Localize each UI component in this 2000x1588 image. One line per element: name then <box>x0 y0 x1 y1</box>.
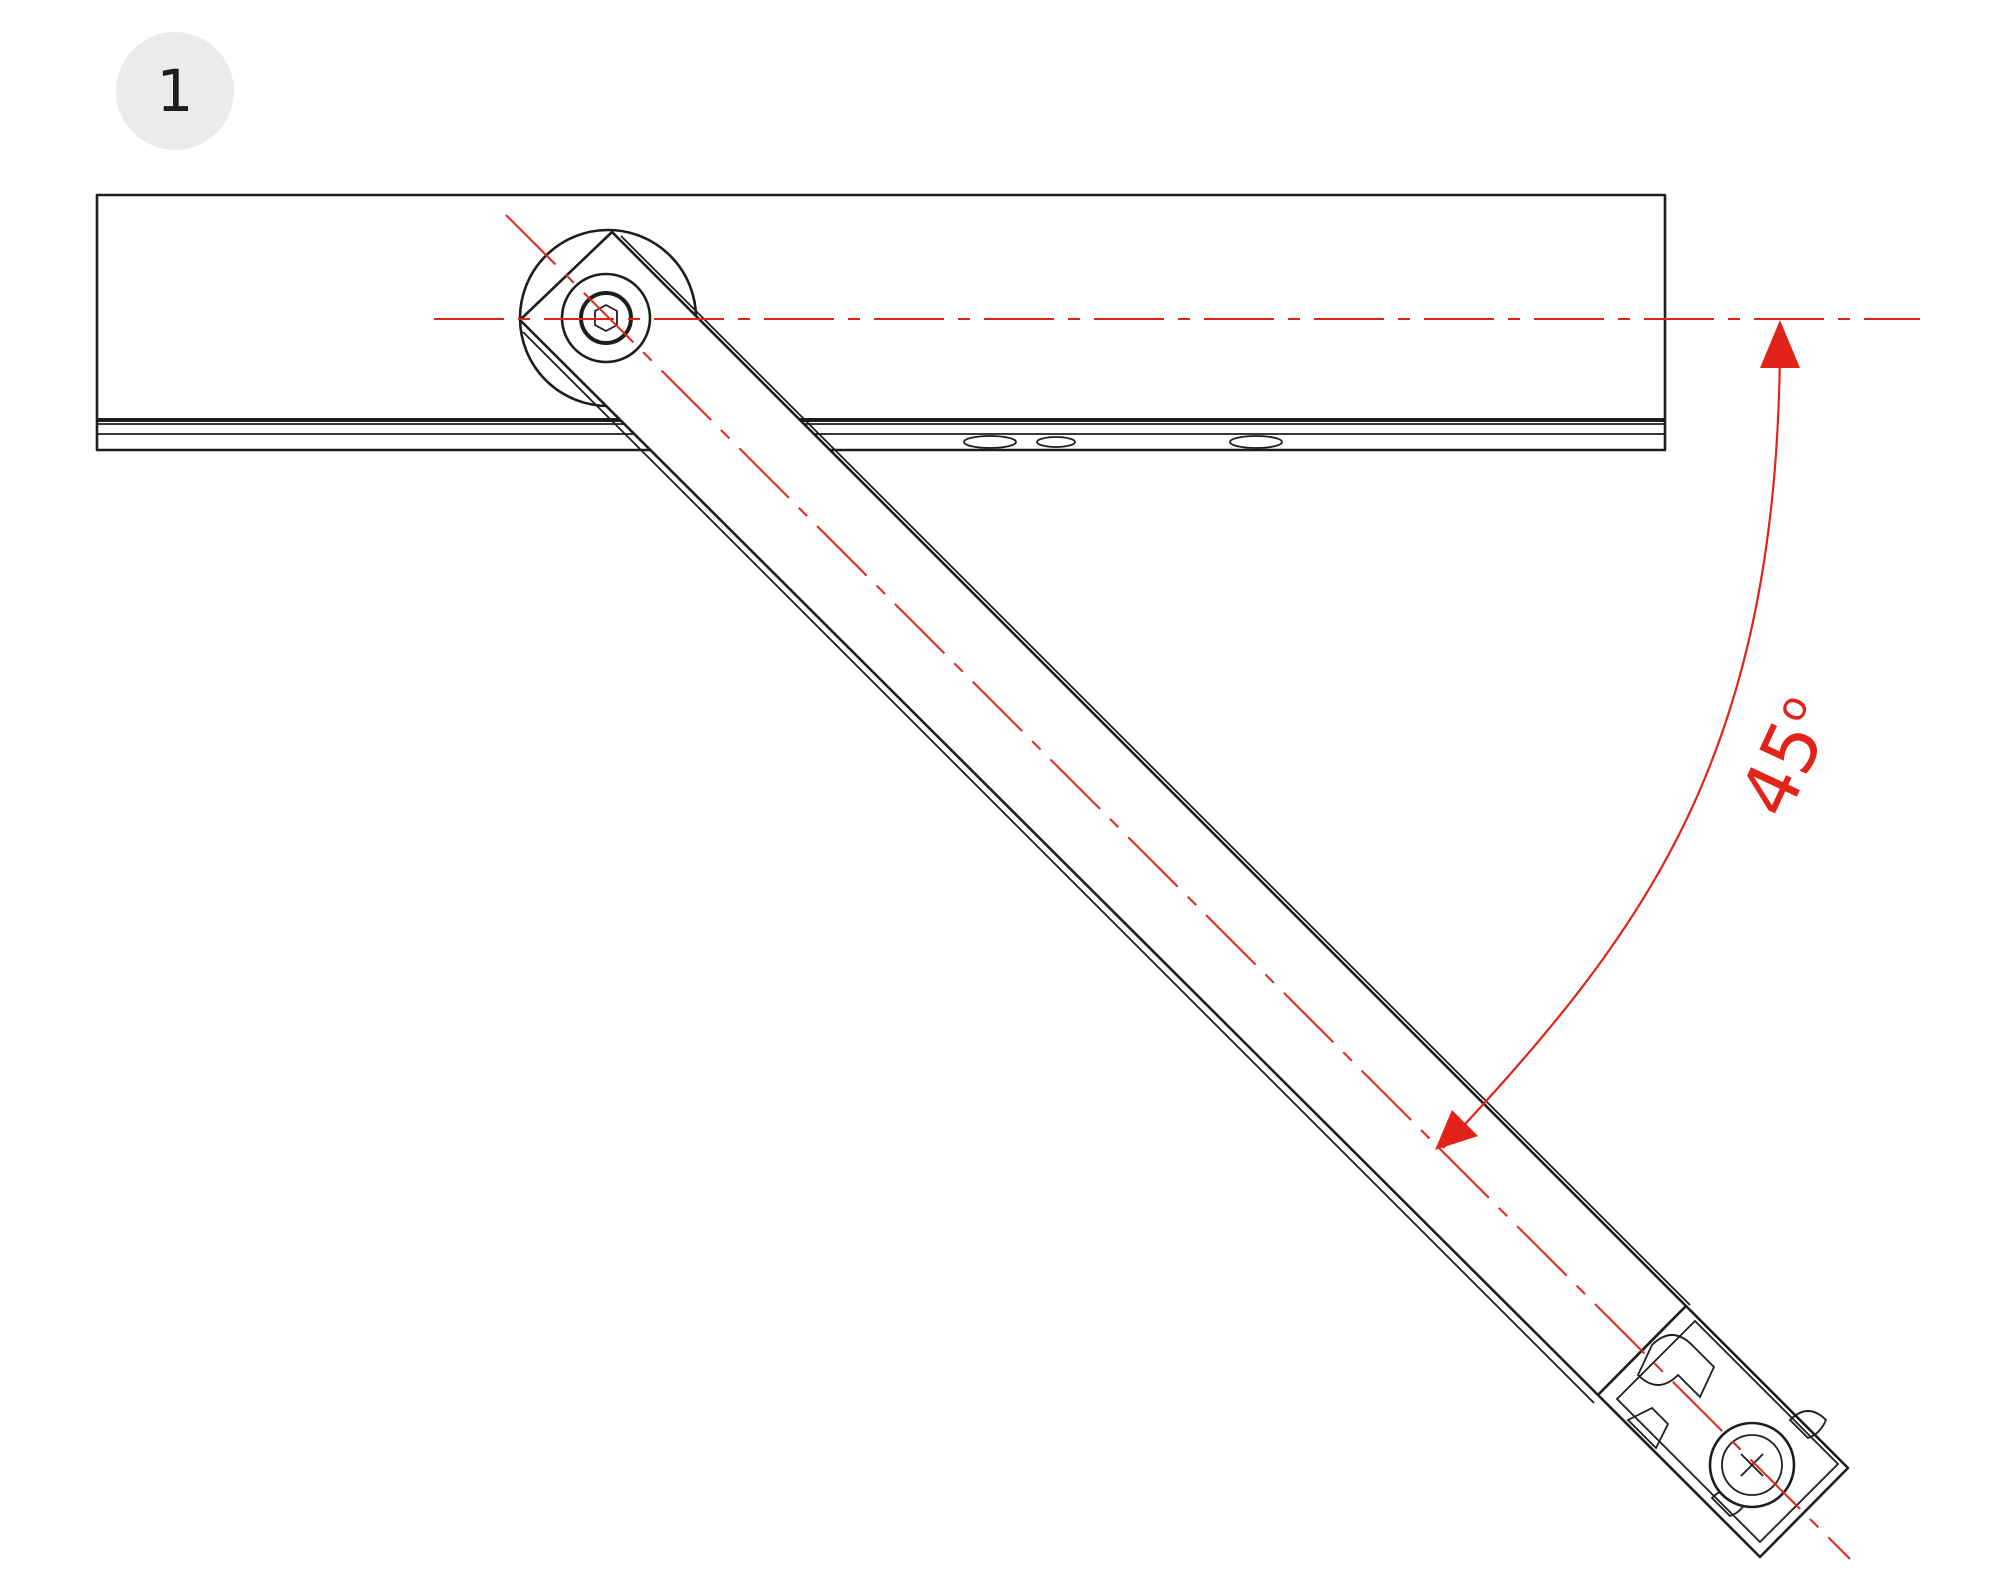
closer-arm <box>518 230 1691 1404</box>
mounting-hole <box>1229 435 1283 449</box>
arrowhead-top <box>1760 320 1800 368</box>
mounting-hole <box>963 435 1017 449</box>
angle-label: 45o <box>1723 686 1851 830</box>
angle-dimension: 45o <box>1435 320 1851 1150</box>
step-number-badge: 1 <box>116 32 234 150</box>
closer-body <box>95 193 1667 452</box>
phillips-screw-icon <box>1708 1421 1796 1509</box>
mounting-hole <box>1036 436 1076 448</box>
centerlines <box>434 214 1920 1560</box>
angle-arc <box>1442 325 1782 1149</box>
arm-centerline <box>505 214 1851 1560</box>
arrowhead-bottom <box>1435 1110 1478 1150</box>
step-number: 1 <box>156 57 194 125</box>
end-fitting-notch <box>1788 1410 1828 1440</box>
